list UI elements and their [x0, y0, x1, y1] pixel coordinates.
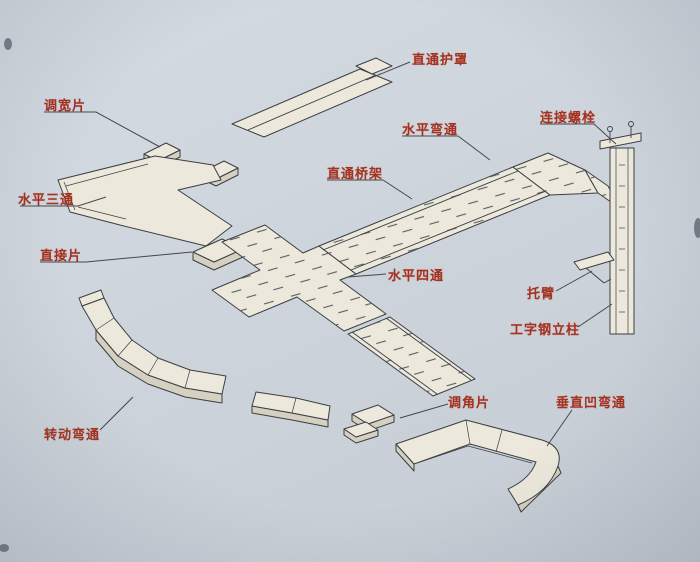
straight-tray-part [318, 166, 551, 275]
bottom-segment-part [251, 391, 331, 428]
straight-cover-part [231, 57, 393, 138]
label-width-adjust-piece: 调宽片 [44, 98, 87, 113]
label-horizontal-tee: 水平三通 [18, 192, 75, 207]
label-straight-cover: 直通护罩 [412, 52, 469, 67]
label-i-beam-column: 工字钢立柱 [510, 322, 581, 337]
label-straight-tray: 直通桥架 [327, 166, 384, 181]
angle-adjust-piece-part [343, 404, 395, 444]
horizontal-cross-part [211, 224, 387, 332]
leader-horizontal-cross [347, 273, 387, 278]
label-vertical-concave-elbow: 垂直凹弯通 [556, 395, 627, 410]
label-angle-adjust-piece: 调角片 [448, 395, 491, 410]
label-connecting-bolt: 连接螺栓 [540, 110, 597, 125]
i-beam-column-part [599, 132, 642, 335]
label-horizontal-elbow: 水平弯通 [402, 122, 459, 137]
leader-i-beam-column [577, 303, 613, 328]
leader-support-arm [555, 270, 593, 292]
leader-straight-cover [365, 61, 411, 81]
horizontal-tee-part [57, 155, 233, 247]
leader-angle-adjust-piece [399, 403, 449, 419]
leader-width-adjust-piece [44, 111, 161, 148]
label-horizontal-cross: 水平四通 [388, 268, 445, 283]
leader-connecting-bolt [540, 123, 617, 145]
paper-blemishes [0, 38, 700, 552]
connecting-bolt-part [607, 121, 634, 143]
label-connector-piece: 直接片 [40, 248, 83, 263]
rotating-elbow-part [78, 289, 227, 404]
leader-connector-piece [40, 251, 193, 263]
label-support-arm: 托臂 [527, 286, 556, 301]
support-arm-part [573, 251, 615, 284]
down-tray-part [347, 316, 476, 397]
leader-horizontal-tee [20, 196, 107, 207]
vertical-concave-elbow-part [395, 419, 562, 513]
leader-horizontal-elbow [402, 135, 491, 161]
leader-rotating-elbow [99, 396, 134, 431]
leader-lines [20, 61, 617, 447]
leader-vertical-concave-elbow [546, 409, 573, 447]
label-rotating-elbow: 转动弯通 [44, 427, 101, 442]
leader-straight-tray [327, 179, 413, 200]
